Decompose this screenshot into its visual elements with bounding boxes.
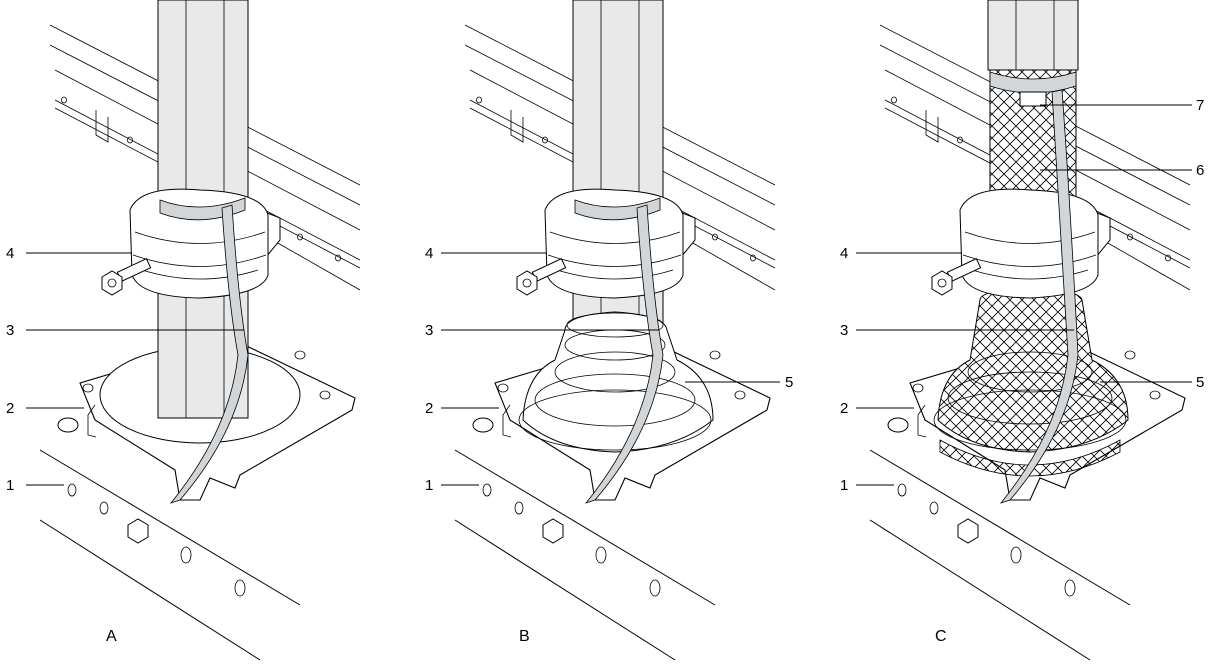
callout-group-b [441,252,780,486]
pipe-clamp [516,188,696,299]
callout-c-7: 7 [1196,97,1204,114]
callout-b-5: 5 [785,374,793,391]
earthing-strap [999,89,1079,504]
callout-group-c [856,104,1192,486]
panel-label-c: C [935,628,947,645]
cable-tie [989,71,1077,107]
gland-plate-rail [454,449,716,661]
sealing-boot-shielded [933,287,1129,477]
panel-label-a: A [106,628,117,645]
callout-c-5: 5 [1196,374,1204,391]
callout-b-3: 3 [425,322,433,339]
callout-a-3: 3 [6,322,14,339]
gland-plate-rail [39,449,301,661]
callout-a-4: 4 [6,245,14,262]
callout-b-2: 2 [425,400,433,417]
conduit-pipe [987,0,1079,71]
callout-group-a [26,252,244,486]
gland-plate-rail [869,449,1131,661]
callout-c-1: 1 [840,477,848,494]
pipe-clamp [101,188,281,299]
callout-c-4: 4 [840,245,848,262]
earthing-strap [159,197,249,504]
callout-a-2: 2 [6,400,14,417]
earthing-strap [574,197,664,504]
panel-a [26,0,361,661]
callout-b-4: 4 [425,245,433,262]
callout-b-1: 1 [425,477,433,494]
callout-c-3: 3 [840,322,848,339]
sealing-boot [518,311,714,453]
callout-c-6: 6 [1196,162,1204,179]
pipe-clamp [931,188,1111,299]
panel-b [441,0,780,661]
panel-c [856,0,1192,661]
callout-a-1: 1 [6,477,14,494]
callout-c-2: 2 [840,400,848,417]
panel-label-b: B [519,628,530,645]
